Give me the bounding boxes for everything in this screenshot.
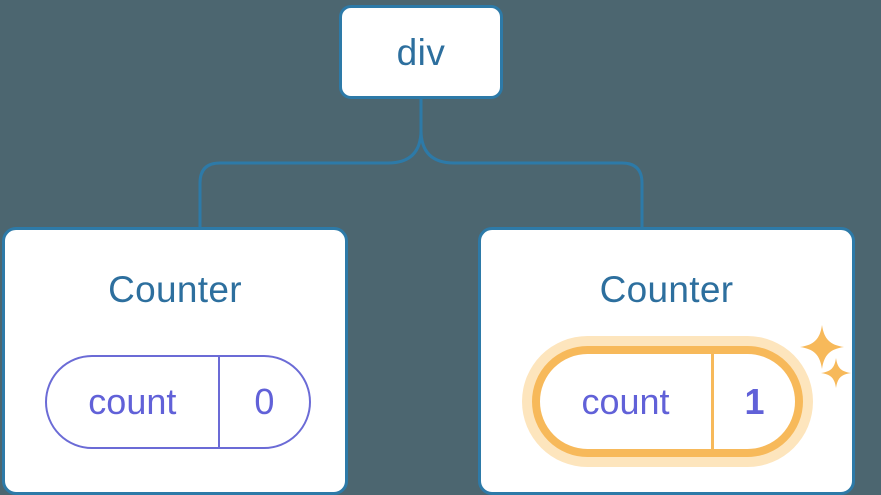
edge-to-left-counter [198, 99, 423, 227]
state-pill-right-highlighted[interactable]: count 1 [522, 336, 813, 467]
component-card-counter-right[interactable]: Counter count 1 [478, 227, 855, 495]
node-div-label: div [396, 31, 446, 73]
sparkle-small-icon [821, 358, 851, 388]
state-pill-body: count 0 [45, 355, 311, 449]
state-pill-left[interactable]: count 0 [45, 355, 311, 449]
component-title: Counter [108, 269, 242, 310]
component-card-counter-left[interactable]: Counter count 0 [2, 227, 348, 495]
state-value: 1 [710, 354, 795, 449]
component-title: Counter [599, 269, 734, 310]
state-key: count [88, 381, 177, 422]
node-div[interactable]: div [339, 5, 503, 99]
state-pill-halo: count 1 [522, 336, 813, 467]
state-pill-body: count 1 [532, 346, 803, 457]
sparkle-large-icon [800, 325, 844, 369]
edge-to-right-counter [419, 99, 644, 227]
state-key: count [581, 380, 670, 422]
state-value: 0 [217, 357, 309, 447]
